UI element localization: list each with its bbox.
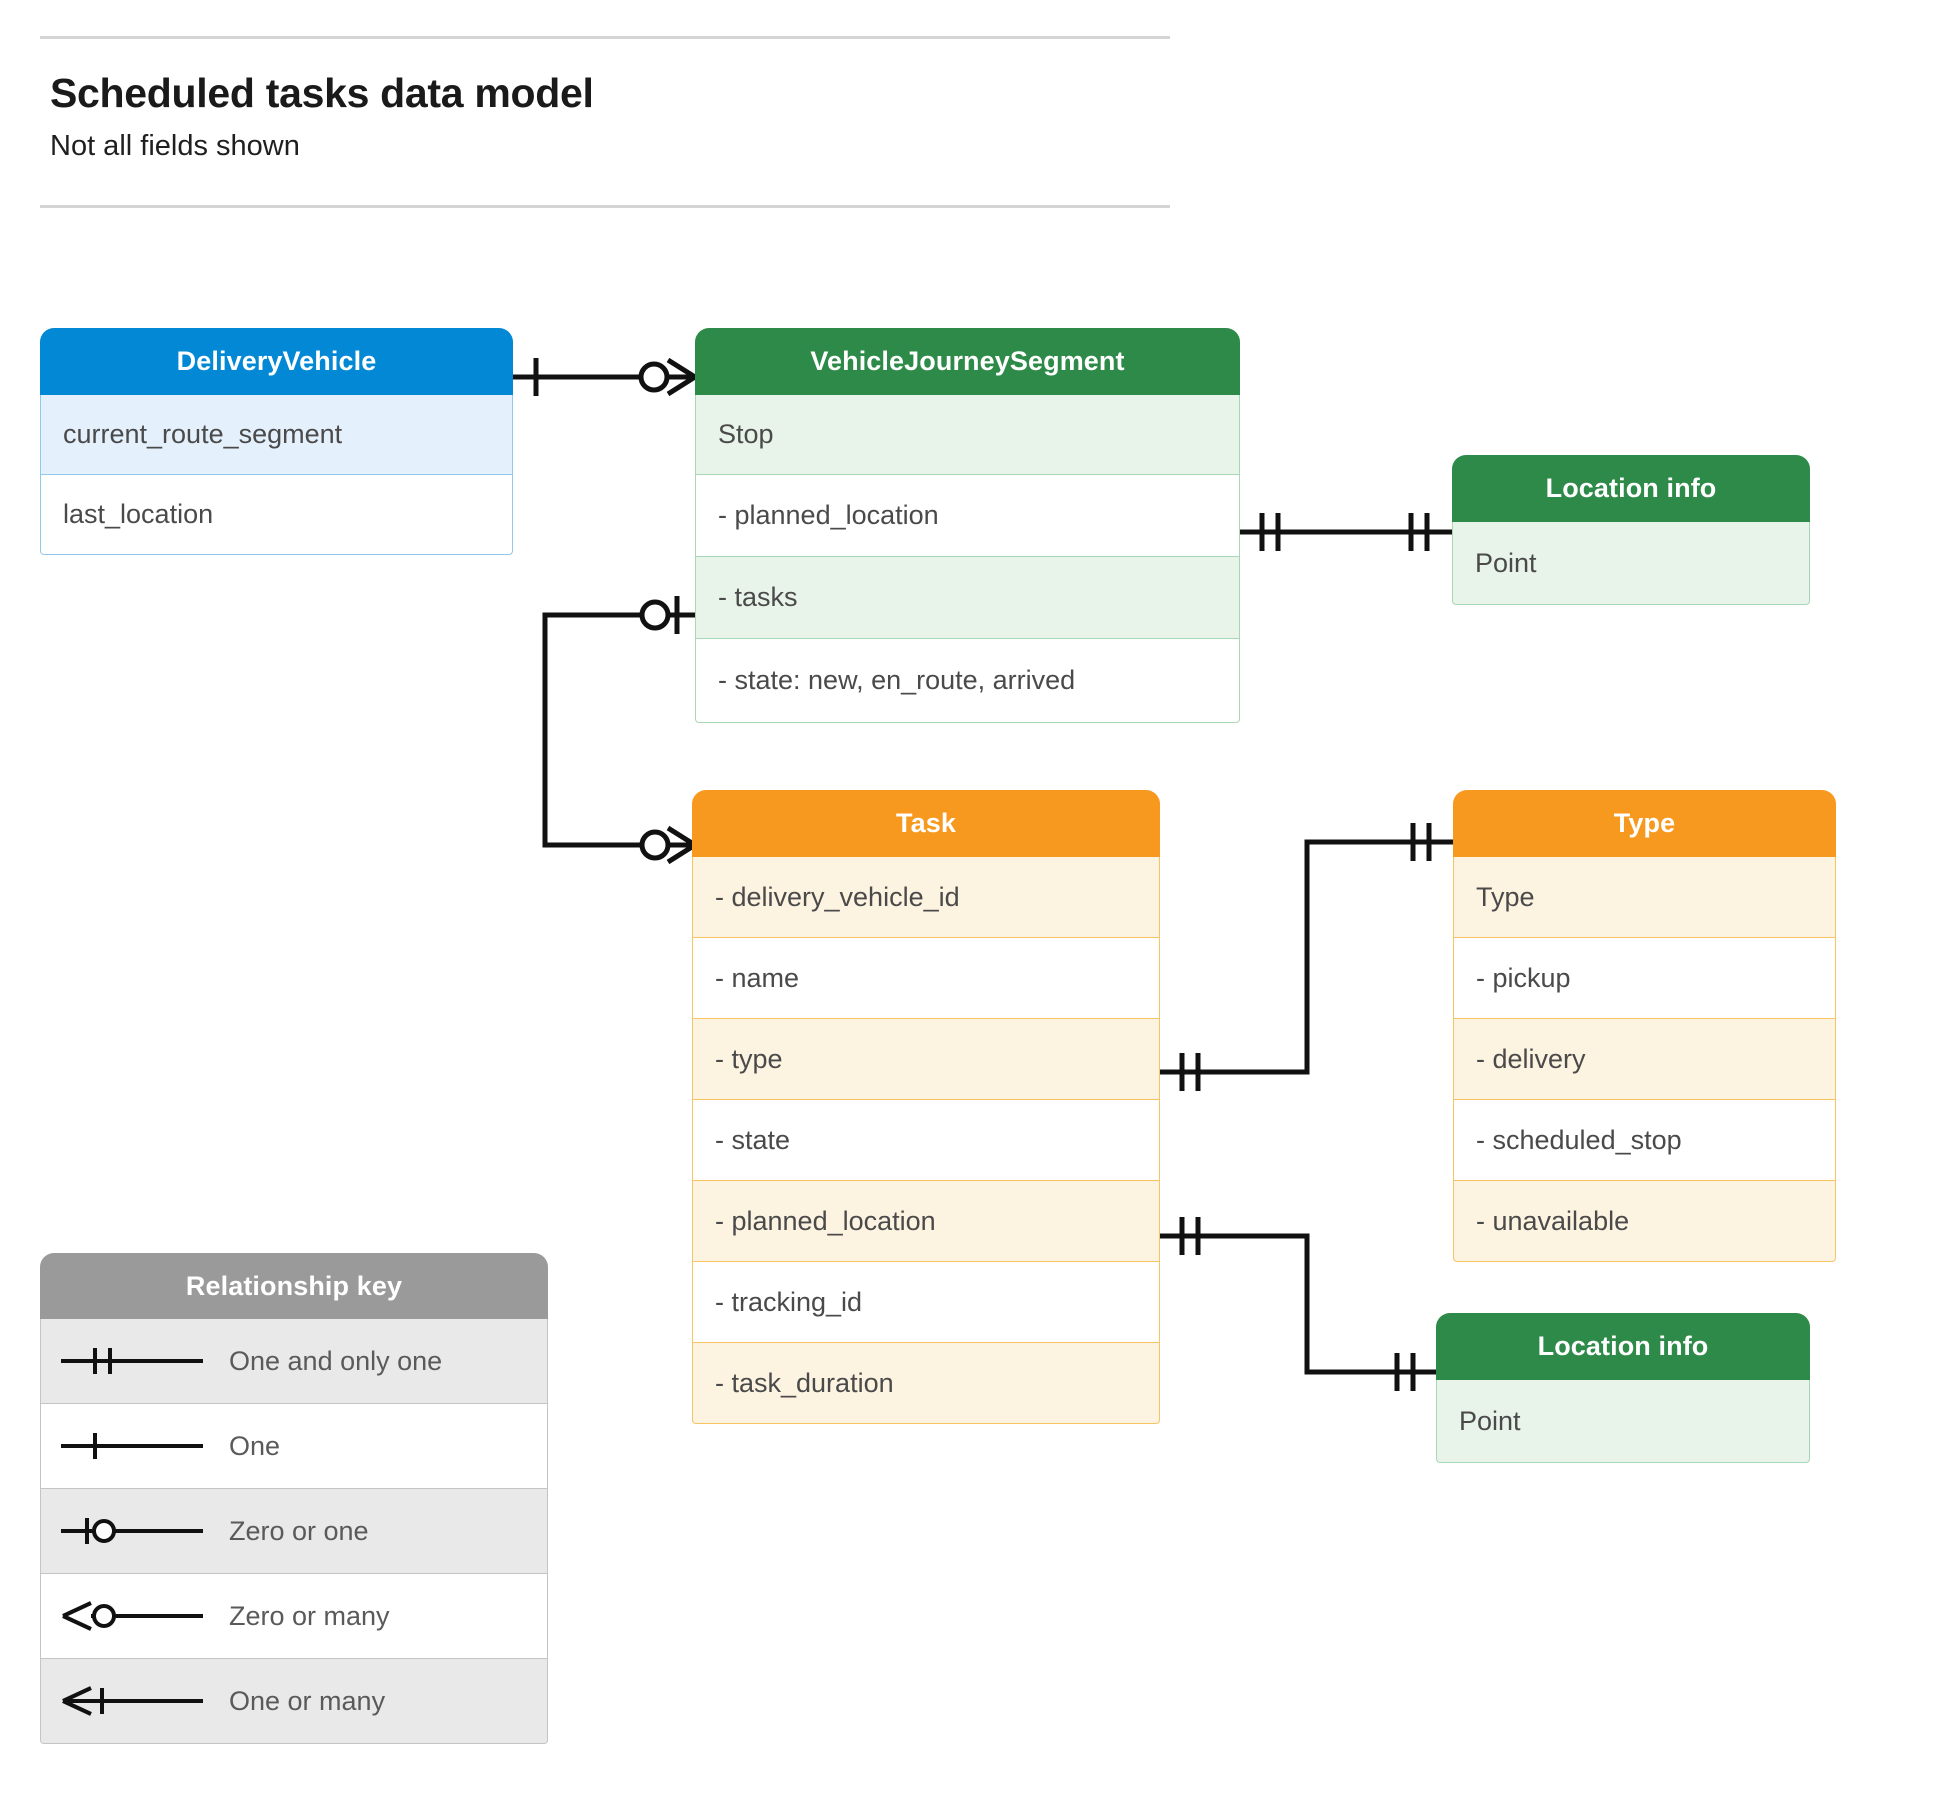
connector-vjs-plannedlocation-locationinfo (1240, 513, 1452, 551)
entity-task-row-3: - state (692, 1100, 1160, 1181)
entity-type-row-4: - unavailable (1453, 1181, 1836, 1262)
entity-delivery-vehicle-row-0: current_route_segment (40, 395, 513, 475)
legend-item-one: One (40, 1404, 548, 1489)
entity-location-info-top[interactable]: Location info Point (1452, 455, 1810, 605)
connector-deliveryvehicle-vehiclejourneysegment (513, 357, 697, 397)
one-and-only-one-icon (61, 1348, 203, 1374)
legend-label-0: One and only one (229, 1345, 443, 1376)
entity-task-row-5: - tracking_id (692, 1262, 1160, 1343)
entity-vehicle-journey-segment-title: VehicleJourneySegment (695, 328, 1240, 395)
entity-location-info-top-title: Location info (1452, 455, 1810, 522)
entity-task-title: Task (692, 790, 1160, 857)
entity-delivery-vehicle-row-1: last_location (40, 475, 513, 555)
entity-type-row-0: Type (1453, 857, 1836, 938)
entity-vehicle-journey-segment-row-0: Stop (695, 395, 1240, 475)
relationship-key-legend[interactable]: Relationship key One and only one One (40, 1253, 548, 1744)
legend-item-one-or-many: One or many (40, 1659, 548, 1744)
legend-item-one-and-only-one: One and only one (40, 1319, 548, 1404)
page-title: Scheduled tasks data model (50, 70, 594, 116)
entity-location-info-bottom-title: Location info (1436, 1313, 1810, 1380)
page-subtitle: Not all fields shown (50, 130, 300, 162)
legend-item-zero-or-many: Zero or many (40, 1574, 548, 1659)
entity-task-row-4: - planned_location (692, 1181, 1160, 1262)
legend-label-2: Zero or one (229, 1515, 369, 1546)
entity-type-row-1: - pickup (1453, 938, 1836, 1019)
one-or-many-icon (62, 1686, 203, 1716)
entity-task-row-1: - name (692, 938, 1160, 1019)
entity-task-row-0: - delivery_vehicle_id (692, 857, 1160, 938)
connector-task-type-type (1160, 823, 1453, 1091)
legend-label-3: Zero or many (229, 1600, 390, 1631)
connector-task-plannedlocation-locationinfo (1160, 1217, 1436, 1391)
entity-type[interactable]: Type Type - pickup - delivery - schedule… (1453, 790, 1836, 1262)
entity-type-title: Type (1453, 790, 1836, 857)
entity-type-row-2: - delivery (1453, 1019, 1836, 1100)
entity-vehicle-journey-segment-row-3: - state: new, en_route, arrived (695, 639, 1240, 723)
entity-task-row-2: - type (692, 1019, 1160, 1100)
entity-task-row-6: - task_duration (692, 1343, 1160, 1424)
entity-task[interactable]: Task - delivery_vehicle_id - name - type… (692, 790, 1160, 1424)
connector-vjs-tasks-task (542, 596, 697, 865)
header-divider-bottom (40, 205, 1170, 208)
entity-vehicle-journey-segment-row-2: - tasks (695, 557, 1240, 639)
relationship-key-title: Relationship key (40, 1253, 548, 1319)
entity-location-info-top-row-0: Point (1452, 522, 1810, 605)
zero-or-many-icon (62, 1601, 203, 1631)
header-divider-top (40, 36, 1170, 39)
entity-vehicle-journey-segment[interactable]: VehicleJourneySegment Stop - planned_loc… (695, 328, 1240, 723)
entity-location-info-bottom[interactable]: Location info Point (1436, 1313, 1810, 1463)
entity-location-info-bottom-row-0: Point (1436, 1380, 1810, 1463)
entity-delivery-vehicle[interactable]: DeliveryVehicle current_route_segment la… (40, 328, 513, 555)
entity-type-row-3: - scheduled_stop (1453, 1100, 1836, 1181)
zero-or-one-icon (61, 1518, 203, 1544)
legend-item-zero-or-one: Zero or one (40, 1489, 548, 1574)
entity-vehicle-journey-segment-row-1: - planned_location (695, 475, 1240, 557)
legend-label-1: One (229, 1430, 281, 1461)
entity-delivery-vehicle-title: DeliveryVehicle (40, 328, 513, 395)
one-icon (61, 1433, 203, 1459)
legend-label-4: One or many (229, 1685, 386, 1716)
